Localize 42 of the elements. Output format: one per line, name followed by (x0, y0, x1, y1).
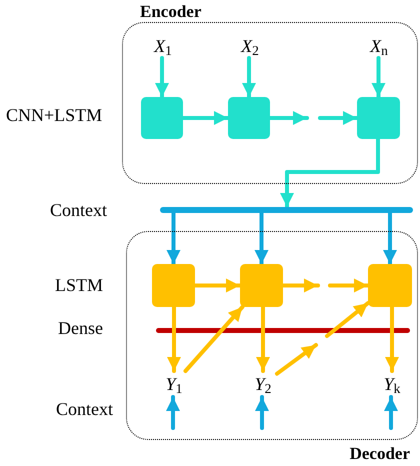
arrow (166, 211, 180, 266)
cell-block (152, 264, 195, 307)
sequence-variable: Y$_{2}$ (254, 375, 272, 393)
sequence-variable: X$_{1}$ (154, 36, 172, 54)
arrow (275, 343, 318, 376)
arrow (372, 56, 386, 99)
arrow (193, 278, 242, 292)
row-label: Dense (58, 319, 103, 337)
arrow (318, 111, 359, 125)
arrow (254, 211, 268, 266)
row-label: Context (56, 400, 113, 418)
arrow (281, 278, 320, 292)
sequence-variable: X$_{n}$ (370, 36, 388, 54)
cell-block (240, 264, 283, 307)
arrow (166, 395, 180, 430)
arrow (167, 305, 181, 373)
arrow (255, 395, 269, 430)
cell-block (228, 97, 270, 139)
arrow (384, 395, 398, 430)
context-bus-bar (160, 207, 413, 213)
row-label: CNN+LSTM (6, 106, 102, 124)
arrow (155, 56, 169, 99)
arrow (242, 56, 256, 99)
group-heading: Encoder (140, 3, 202, 20)
sequence-variable: X$_{2}$ (241, 36, 259, 54)
arrow (325, 301, 370, 338)
arrow (256, 305, 270, 373)
arrow (328, 278, 370, 292)
row-label: LSTM (55, 276, 104, 294)
arrow (268, 111, 309, 125)
group-heading: Decoder (350, 445, 410, 462)
cell-block (357, 97, 400, 139)
arrow (280, 137, 380, 209)
sequence-variable: Y$_{1}$ (166, 375, 182, 393)
cell-block (141, 97, 183, 139)
arrow (184, 305, 244, 373)
arrow (181, 111, 230, 125)
sequence-variable: Y$_{k}$ (384, 375, 400, 393)
arrow (383, 211, 397, 266)
arrow (385, 305, 399, 373)
row-label: Context (50, 201, 107, 219)
cell-block (368, 264, 412, 307)
